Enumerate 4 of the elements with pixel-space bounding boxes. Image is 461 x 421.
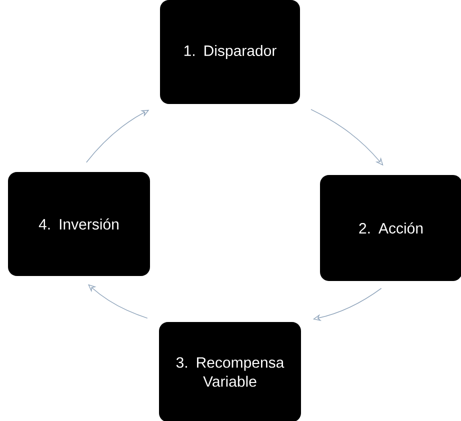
process-box: 3. Recompensa Variable: [159, 322, 301, 421]
process-box: 2. Acción: [320, 175, 461, 281]
process-box: 1. Disparador: [160, 0, 300, 104]
process-box: 4. Inversión: [8, 172, 150, 276]
